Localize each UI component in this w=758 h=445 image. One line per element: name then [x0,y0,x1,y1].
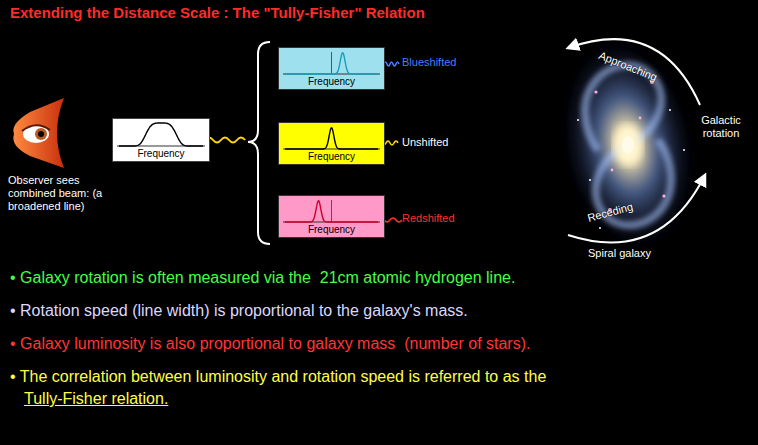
spectrum-box: Frequency [278,195,385,238]
rotation-arrow [568,39,700,105]
spectrum-box: Frequency [278,122,385,165]
frequency-axis [117,146,205,147]
shift-label: Unshifted [402,136,448,149]
axis-label: Frequency [113,148,209,160]
frequency-axis [283,74,380,75]
spectrum-box: Frequency [112,118,210,162]
axis-label: Frequency [279,151,384,163]
slide-title: Extending the Distance Scale : The "Tull… [10,4,425,21]
rotation-label: Galactic rotation [690,114,752,140]
shift-label: Redshifted [402,212,455,225]
bullet-point: • Galaxy luminosity is also proportional… [10,334,750,353]
axis-label: Frequency [279,76,384,88]
spectral-line [285,128,378,149]
galaxy-caption: Spiral galaxy [588,247,651,260]
observer-note: Observer sees combined beam: (a broadene… [8,174,112,213]
rest-frequency-line [331,200,332,222]
eye-icon [13,98,64,168]
axis-label: Frequency [279,224,384,236]
frequency-axis [283,222,380,223]
bullet-point: • Rotation speed (line width) is proport… [10,301,750,320]
spectral-line [285,201,378,222]
bracket [248,42,270,244]
spectral-line [285,53,378,74]
bullet-point: • Galaxy rotation is often measured via … [10,268,750,287]
bullet-point: Tully-Fisher relation. [24,389,168,408]
spectrum-box: Frequency [278,47,385,90]
bullet-point: • The correlation between luminosity and… [10,367,750,386]
frequency-axis [283,149,380,150]
rotation-arrow [568,175,705,243]
rest-frequency-line [331,52,332,74]
shift-label: Blueshifted [402,56,456,69]
spiral-galaxy [544,27,712,263]
spectral-line [119,123,203,146]
light-wave [205,138,245,143]
